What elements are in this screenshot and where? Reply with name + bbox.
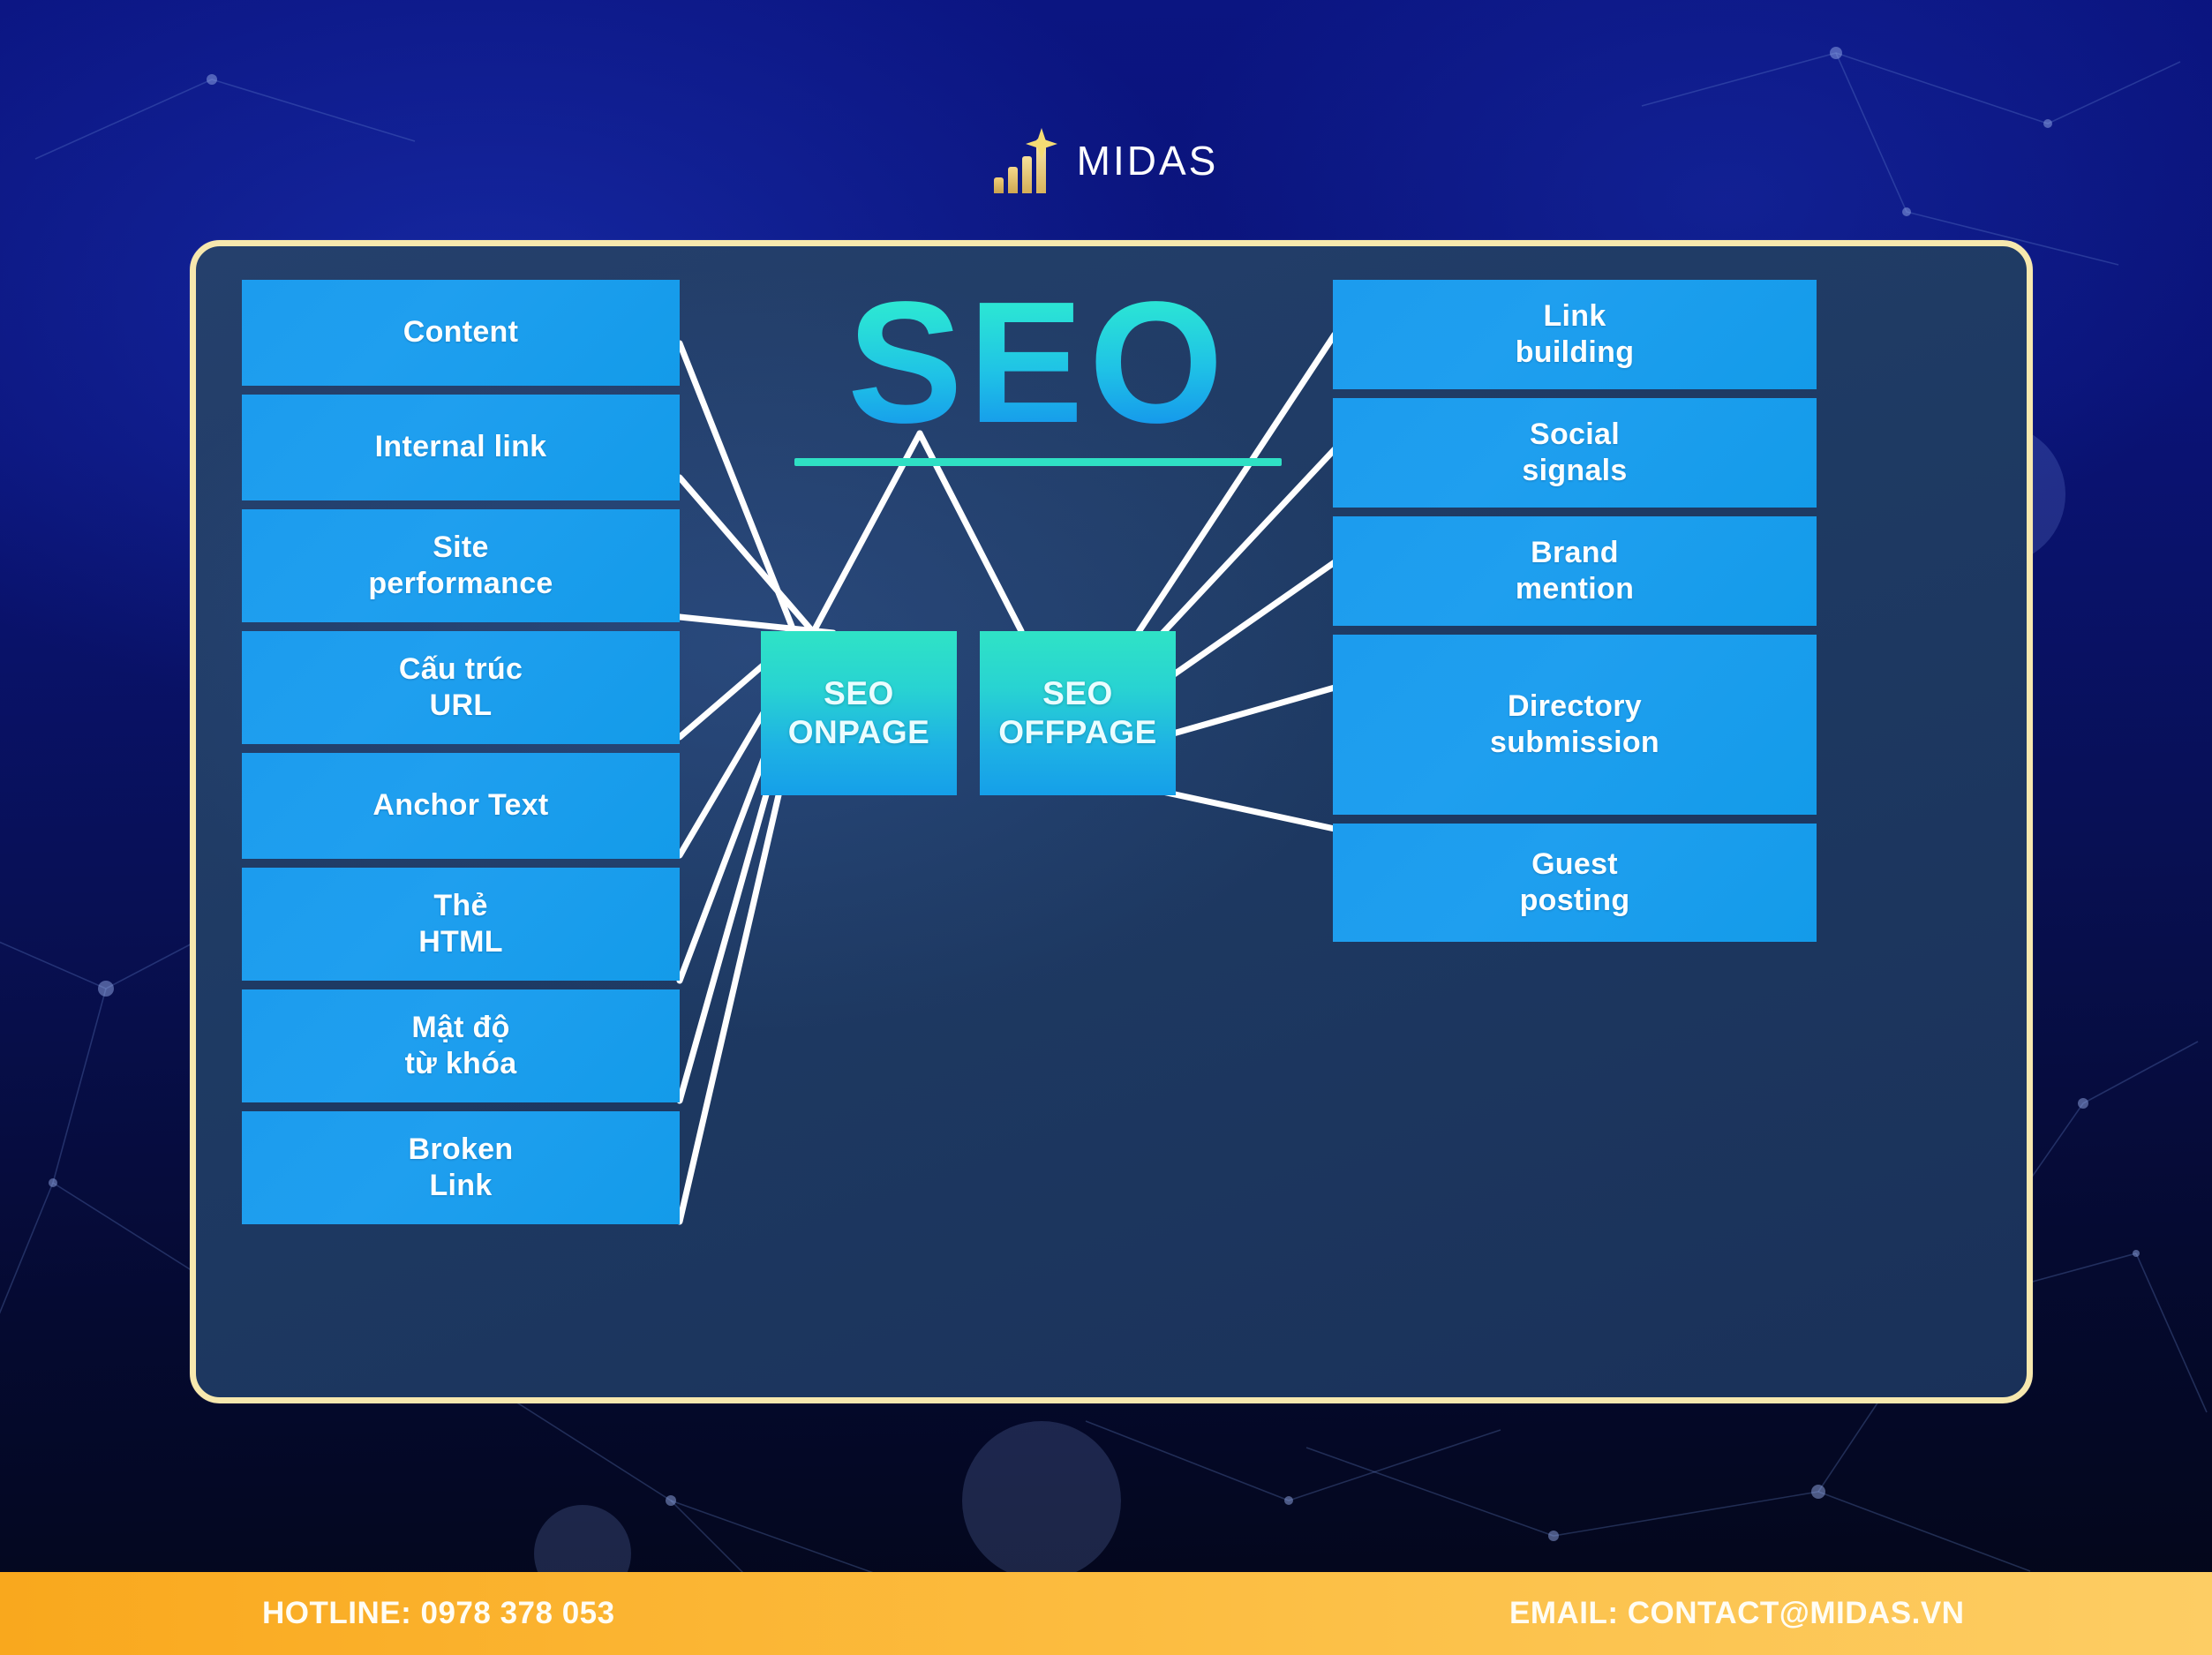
node-label-line2: Link [429,1169,493,1202]
page-title: SEO [764,275,1312,467]
node-label-line1: Mật độ [411,1010,510,1044]
node-label-line1: Social [1530,417,1620,451]
node-anchor-text[interactable]: Anchor Text [242,753,680,859]
node-the-html[interactable]: Thẻ HTML [242,868,680,981]
node-site-performance[interactable]: Site performance [242,509,680,622]
node-content[interactable]: Content [242,280,680,386]
node-internal-link[interactable]: Internal link [242,395,680,500]
hub-label-line1: SEO [1042,674,1113,711]
node-label-line2: từ khóa [404,1047,517,1080]
footer-email: EMAIL: CONTACT@MIDAS.VN [1509,1596,1965,1630]
node-cau-truc-url[interactable]: Cấu trúc URL [242,631,680,744]
brand-logo: MIDAS [0,128,2212,193]
hub-label-line2: ONPAGE [787,714,930,750]
title-underline [794,458,1282,467]
node-label: Internal link [374,430,547,464]
node-label-line2: submission [1490,726,1659,759]
seo-title-text: SEO [764,275,1312,448]
node-label-line1: Guest [1531,846,1618,881]
node-label-line2: signals [1522,454,1628,487]
node-social-signals[interactable]: Social signals [1333,398,1817,508]
footer-hotline: HOTLINE: 0978 378 053 [262,1596,615,1630]
node-guest-posting[interactable]: Guest posting [1333,824,1817,942]
node-label: Content [403,315,519,350]
node-label-line1: Broken [408,1132,514,1166]
node-label-line1: Link [1543,298,1606,333]
node-broken-link[interactable]: Broken Link [242,1111,680,1224]
contact-footer: HOTLINE: 0978 378 053 EMAIL: CONTACT@MID… [0,1572,2212,1655]
diagram-card: SEO Content Internal link Site performan… [190,240,2033,1403]
hub-seo-onpage[interactable]: SEO ONPAGE [761,631,957,795]
node-brand-mention[interactable]: Brand mention [1333,516,1817,626]
node-label-line2: HTML [418,925,503,959]
node-label-line2: URL [429,688,493,722]
node-label-line1: Site [433,530,489,564]
brand-name: MIDAS [1076,138,1219,184]
node-directory-submission[interactable]: Directory submission [1333,635,1817,815]
node-label-line1: Directory [1508,688,1642,723]
node-label: Anchor Text [372,788,549,823]
node-label-line2: building [1515,335,1635,369]
node-label-line1: Thẻ [433,888,488,922]
node-label-line1: Brand [1531,535,1619,569]
hub-seo-offpage[interactable]: SEO OFFPAGE [980,631,1176,795]
star-icon [1025,128,1057,160]
node-link-building[interactable]: Link building [1333,280,1817,389]
node-label-line1: Cấu trúc [398,651,523,686]
node-mat-do-tu-khoa[interactable]: Mật độ từ khóa [242,989,680,1102]
hub-label-line2: OFFPAGE [998,714,1157,750]
bar-chart-star-icon [993,128,1063,193]
node-label-line2: performance [368,567,553,600]
hub-label-line1: SEO [824,674,894,711]
node-label-line2: posting [1519,884,1630,917]
node-label-line2: mention [1515,572,1635,606]
